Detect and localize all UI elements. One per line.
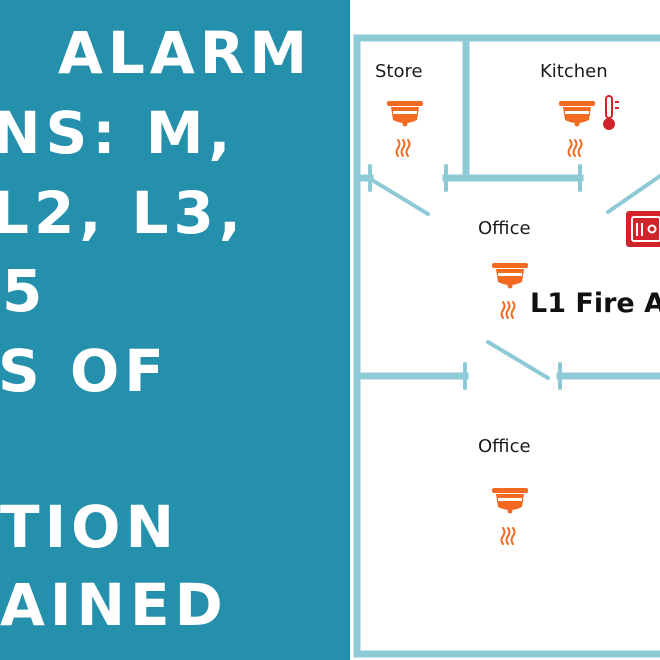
- room-label-office-lower: Office: [478, 436, 531, 457]
- headline-line-5: S OF: [0, 337, 169, 405]
- floor-plan: Store Kitchen Office Office L1 Fire A: [350, 0, 660, 660]
- headline-line-6: TION: [0, 493, 179, 561]
- headline-panel: ALARM NS: M, L2, L3, 5 S OF TION AINED: [0, 0, 350, 660]
- headline-line-1: ALARM: [58, 19, 313, 87]
- smoke-detector-icon: [387, 101, 423, 127]
- door-kitchen: [606, 174, 660, 214]
- room-label-office-upper: Office: [478, 218, 531, 239]
- smoke-detector-icon: [492, 263, 528, 289]
- headline-line-4: 5: [2, 257, 48, 325]
- heat-icon: [567, 139, 583, 157]
- door-store: [370, 178, 430, 216]
- door-office: [486, 340, 550, 380]
- heat-icon: [395, 139, 411, 157]
- doors: [368, 164, 660, 390]
- headline-line-7: AINED: [0, 571, 228, 639]
- heat-icon: [500, 301, 516, 319]
- floor-plan-drawing: [353, 34, 660, 658]
- room-label-kitchen: Kitchen: [540, 61, 608, 82]
- headline-line-2: NS: M,: [0, 99, 236, 167]
- heat-icon: [500, 527, 516, 545]
- headline-line-3: L2, L3,: [0, 179, 246, 247]
- smoke-detector-icon: [492, 488, 528, 514]
- thermometer-icon: [603, 95, 619, 130]
- walls: [353, 34, 660, 658]
- fire-alarm-panel-icon: [626, 211, 660, 247]
- room-label-store: Store: [375, 61, 423, 82]
- smoke-detector-icon: [559, 101, 595, 127]
- system-label: L1 Fire A: [530, 288, 660, 319]
